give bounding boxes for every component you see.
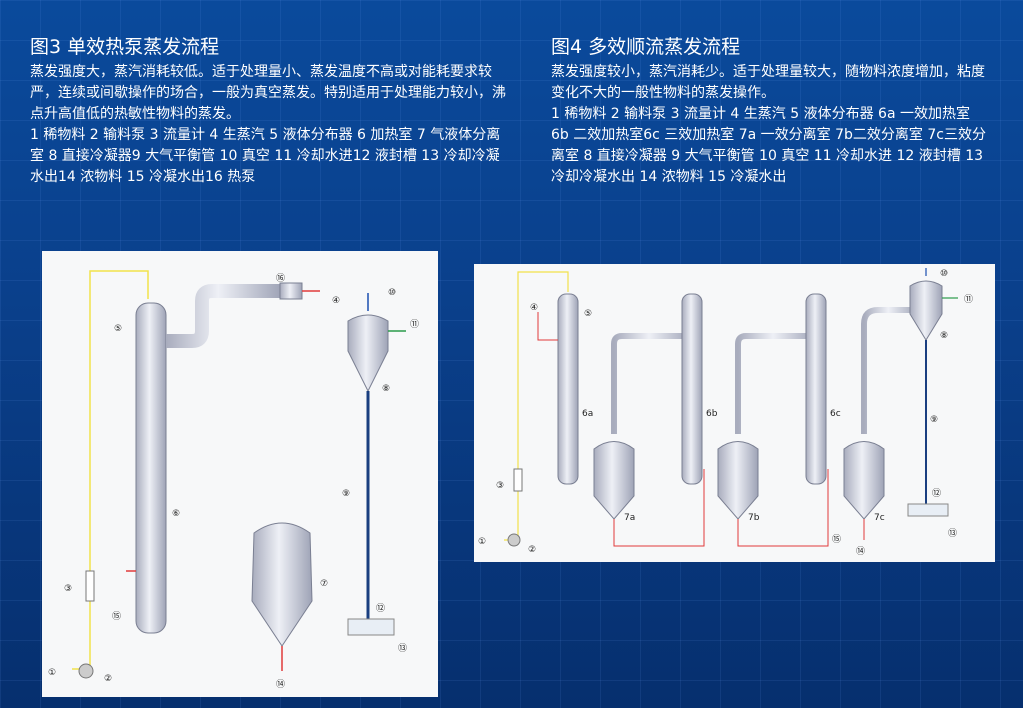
fig3-legend: 1 稀物料 2 输料泵 3 流量计 4 生蒸汽 5 液体分布器 6 加热室 7 …: [30, 127, 501, 185]
fig4-legend: 1 稀物料 2 输料泵 3 流量计 4 生蒸汽 5 液体分布器 6a 一效加热室…: [551, 106, 986, 185]
label-10: ⑩: [388, 288, 396, 298]
heating-chamber-6b: [681, 293, 703, 485]
vapor-pipe-3: [861, 307, 918, 434]
effect-3: [805, 293, 918, 520]
label-8: ⑧: [382, 384, 390, 394]
label-7c: 7c: [874, 513, 885, 523]
effect-2: [681, 293, 819, 520]
label-9: ⑨: [930, 415, 938, 425]
label-14: ⑭: [276, 679, 285, 690]
heating-chamber-6c: [805, 293, 827, 485]
label-6c: 6c: [830, 409, 841, 419]
vapor-pipe-2: [735, 333, 819, 434]
label-12: ⑫: [376, 603, 385, 614]
seal-tank: [347, 618, 395, 636]
condenser: [347, 314, 389, 393]
condenser: [909, 280, 943, 341]
fig4-number-labels: ① ② ③ ④ ⑤ 6a 6b 6c 7a 7b 7c ⑧ ⑨ ⑩ ⑪ ⑫ ⑬ …: [478, 269, 973, 557]
heating-chamber: [135, 302, 167, 634]
fig4-description: 蒸发强度较小，蒸汽消耗少。适于处理量较大，随物料浓度增加，粘度变化不大的一般性物…: [551, 64, 985, 101]
steam-line: [537, 312, 558, 341]
fig4-svg: ① ② ③ ④ ⑤ 6a 6b 6c 7a 7b 7c ⑧ ⑨ ⑩ ⑪ ⑫ ⑬ …: [478, 268, 973, 557]
label-11: ⑪: [410, 319, 419, 330]
fig4-text: 图4 多效顺流蒸发流程 蒸发强度较小，蒸汽消耗少。适于处理量较大，随物料浓度增加…: [551, 34, 991, 188]
fig3-description: 蒸发强度大，蒸汽消耗较低。适于处理量小、蒸发温度不高或对能耗要求较严，连续或间歇…: [30, 64, 506, 122]
seal-tank: [907, 503, 949, 517]
separator: [251, 522, 313, 647]
fig4-title: 图4 多效顺流蒸发流程: [551, 36, 741, 58]
fig3-diagram: ① ② ③ ④ ⑤ ⑥ ⑦ ⑧ ⑨ ⑩ ⑪ ⑫ ⑬ ⑭ ⑮ ⑯: [42, 251, 438, 697]
vapor-pipe-1: [611, 333, 695, 434]
label-14: ⑭: [856, 546, 865, 557]
label-4: ④: [332, 296, 340, 306]
label-13: ⑬: [398, 643, 407, 654]
label-2: ②: [528, 545, 536, 555]
label-11: ⑪: [964, 294, 973, 305]
label-3: ③: [64, 584, 72, 594]
label-13: ⑬: [948, 528, 957, 539]
flowmeter: [85, 570, 95, 602]
label-16: ⑯: [276, 273, 285, 284]
transfer-line-1: [613, 469, 705, 547]
label-7: ⑦: [320, 579, 328, 589]
label-6a: 6a: [582, 409, 593, 419]
label-3: ③: [496, 481, 504, 491]
label-1: ①: [48, 668, 56, 678]
pump: [507, 533, 521, 547]
label-5: ⑤: [584, 309, 592, 319]
label-6b: 6b: [706, 409, 718, 419]
fig3-text: 图3 单效热泵蒸发流程 蒸发强度大，蒸汽消耗较低。适于处理量小、蒸发温度不高或对…: [30, 34, 508, 188]
label-1: ①: [478, 537, 486, 547]
label-9: ⑨: [342, 489, 350, 499]
heating-chamber-6a: [557, 293, 579, 485]
label-15: ⑮: [832, 534, 841, 545]
vapor-pipe: [166, 284, 282, 348]
pump: [78, 663, 94, 679]
label-15: ⑮: [112, 611, 121, 622]
separator-7b: [717, 441, 759, 520]
separator-7c: [843, 441, 885, 520]
flowmeter: [513, 468, 523, 492]
transfer-line-2: [737, 469, 829, 547]
label-10: ⑩: [940, 269, 948, 279]
fig4-diagram: ① ② ③ ④ ⑤ 6a 6b 6c 7a 7b 7c ⑧ ⑨ ⑩ ⑪ ⑫ ⑬ …: [474, 264, 995, 562]
label-7b: 7b: [748, 513, 760, 523]
label-12: ⑫: [932, 488, 941, 499]
fig3-title: 图3 单效热泵蒸发流程: [30, 36, 220, 58]
label-7a: 7a: [624, 513, 635, 523]
label-4: ④: [530, 303, 538, 313]
label-2: ②: [104, 674, 112, 684]
fig3-svg: ① ② ③ ④ ⑤ ⑥ ⑦ ⑧ ⑨ ⑩ ⑪ ⑫ ⑬ ⑭ ⑮ ⑯: [48, 270, 419, 690]
separator-7a: [593, 441, 635, 520]
fig3-number-labels: ① ② ③ ④ ⑤ ⑥ ⑦ ⑧ ⑨ ⑩ ⑪ ⑫ ⑬ ⑭ ⑮ ⑯: [48, 273, 419, 690]
label-6: ⑥: [172, 509, 180, 519]
label-5: ⑤: [114, 324, 122, 334]
effect-1: [557, 293, 695, 520]
heat-pump: [279, 282, 303, 300]
label-8: ⑧: [940, 331, 948, 341]
